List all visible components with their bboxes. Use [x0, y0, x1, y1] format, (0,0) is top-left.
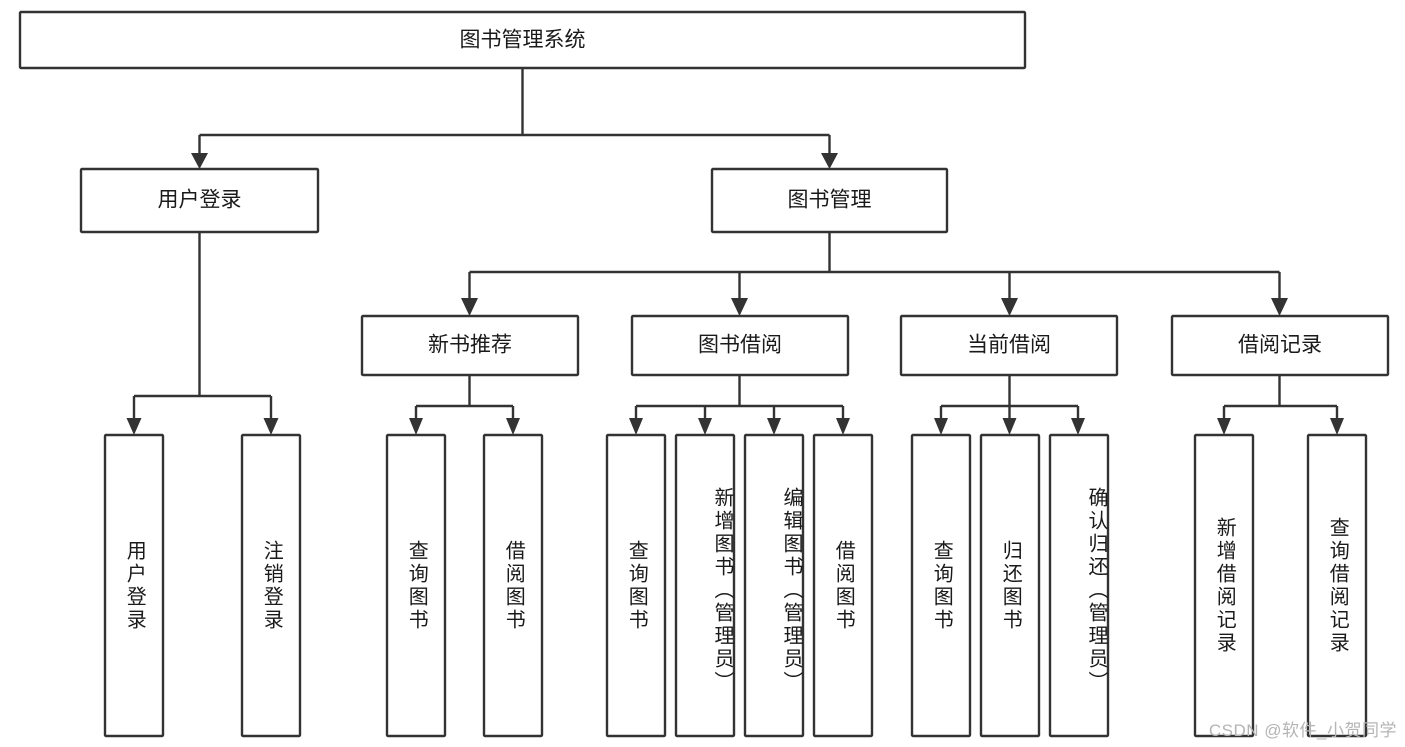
connector-group-new-book [409, 375, 520, 435]
node-book-manage-label: 图书管理 [788, 189, 872, 212]
node-new-book-label: 新书推荐 [428, 334, 512, 357]
connector-group-current-borrow [934, 375, 1085, 435]
node-borrow-record-label: 借阅记录 [1238, 334, 1322, 357]
arrow-head-book-borrow [731, 298, 748, 316]
arrow-head-book-borrow-leaf-4 [836, 418, 850, 435]
connector-group-book-manage [461, 232, 1288, 316]
node-book-borrow-label: 图书借阅 [698, 334, 782, 357]
connector-group-root [191, 68, 838, 169]
leaf-box-current-borrow-2[interactable] [979, 433, 1041, 738]
node-user-login-label: 用户登录 [158, 189, 242, 212]
arrow-head-user-login [191, 153, 208, 169]
node-book-borrow-box[interactable] [630, 314, 850, 377]
leaf-box-borrow-record-2[interactable] [1306, 433, 1368, 738]
node-current-borrow-box[interactable] [899, 314, 1119, 377]
arrow-head-current-borrow-leaf-2 [1002, 418, 1017, 435]
watermark-text: CSDN @软件_小贺同学 [1208, 721, 1397, 740]
arrow-head-book-manage [821, 153, 838, 169]
arrow-head-borrow-record-leaf-2 [1330, 418, 1344, 435]
leaf-box-borrow-record-1[interactable] [1193, 433, 1255, 738]
arrow-head-leaf-logout [263, 418, 279, 435]
leaf-box-user-login-2[interactable] [240, 433, 302, 738]
node-root-label: 图书管理系统 [460, 29, 586, 52]
arrow-head-current-borrow [1001, 298, 1018, 316]
leaf-box-book-borrow-1[interactable] [605, 433, 667, 738]
leaf-box-user-login-1[interactable] [103, 433, 165, 738]
arrow-head-book-borrow-leaf-2 [698, 418, 712, 435]
arrow-head-new-book-leaf-2 [506, 418, 520, 435]
leaf-box-current-borrow-3[interactable] [1048, 433, 1110, 738]
node-new-book-box[interactable] [360, 314, 580, 377]
arrow-head-leaf-user-login [126, 418, 142, 435]
arrow-head-new-book [461, 298, 478, 316]
arrow-head-current-borrow-leaf-1 [934, 418, 948, 435]
arrow-head-book-borrow-leaf-3 [767, 418, 781, 435]
leaf-box-new-book-1[interactable] [385, 433, 447, 738]
node-root-box[interactable] [18, 10, 1027, 70]
arrow-head-borrow-record [1271, 298, 1288, 316]
arrow-head-current-borrow-leaf-3 [1071, 418, 1085, 435]
leaf-box-book-borrow-4[interactable] [812, 433, 874, 738]
node-borrow-record-box[interactable] [1170, 314, 1390, 377]
arrow-head-new-book-leaf-1 [409, 418, 423, 435]
leaf-box-book-borrow-2[interactable] [674, 433, 736, 738]
arrow-head-book-borrow-leaf-1 [629, 418, 643, 435]
connector-group-book-borrow [629, 375, 850, 435]
leaf-box-current-borrow-1[interactable] [910, 433, 972, 738]
leaf-box-book-borrow-3[interactable] [743, 433, 805, 738]
connector-group-borrow-record [1217, 375, 1344, 435]
node-user-login-box[interactable] [79, 167, 320, 234]
connector-group-user-login [126, 232, 279, 435]
leaf-box-new-book-2[interactable] [482, 433, 544, 738]
node-current-borrow-label: 当前借阅 [967, 334, 1051, 357]
node-book-manage-box[interactable] [710, 167, 949, 234]
arrow-head-borrow-record-leaf-1 [1217, 418, 1231, 435]
